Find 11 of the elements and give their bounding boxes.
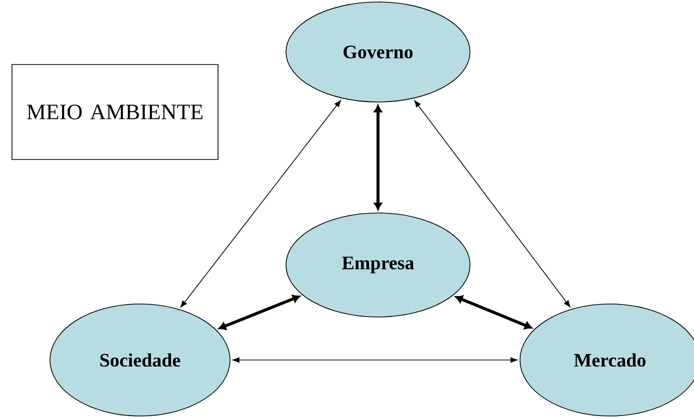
arrow <box>414 100 570 308</box>
text-box: MEIO AMBIENTE <box>12 64 218 160</box>
arrow <box>374 105 382 210</box>
arrow <box>232 357 518 363</box>
arrow <box>180 100 341 308</box>
ellipse-node: Empresa <box>286 212 470 318</box>
ellipse-node: Sociedade <box>50 304 230 416</box>
arrow <box>218 294 300 330</box>
ellipse-node: Governo <box>286 2 470 102</box>
ellipse-node: Mercado <box>520 304 694 416</box>
arrow <box>455 295 532 330</box>
